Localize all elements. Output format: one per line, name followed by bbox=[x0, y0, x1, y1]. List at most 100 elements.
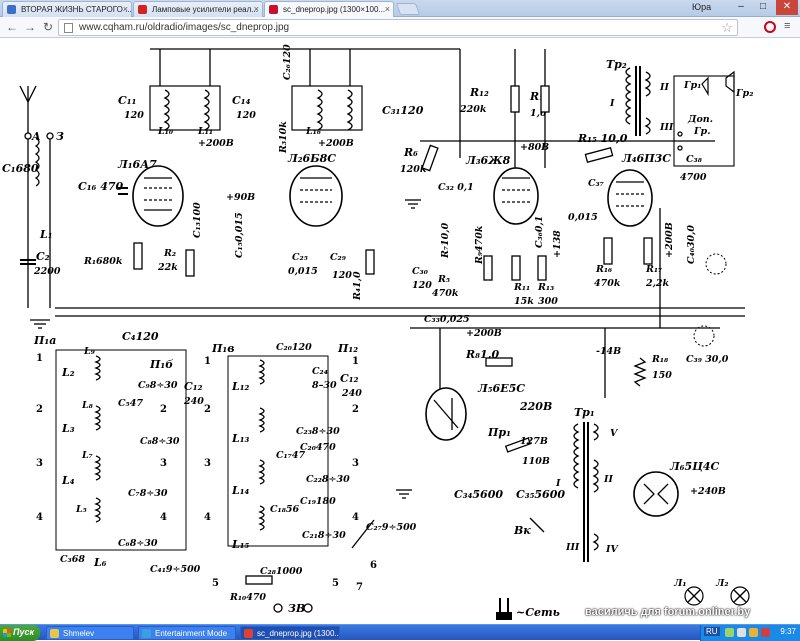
label-r18: R₁₈ bbox=[651, 354, 669, 365]
star-icon[interactable]: ☆ bbox=[721, 20, 733, 35]
resistor-r14 bbox=[540, 85, 550, 113]
label-v110: 110В bbox=[522, 456, 550, 467]
power-switch-vk bbox=[529, 517, 545, 533]
svg-text:7: 7 bbox=[356, 582, 363, 593]
tab-lampovye[interactable]: Ламповые усилители реал... × bbox=[133, 1, 263, 17]
label-c37-value: 0,015 bbox=[568, 212, 598, 223]
close-window-button[interactable]: ✕ bbox=[776, 0, 798, 15]
network-icon[interactable] bbox=[725, 628, 734, 637]
label-v127: 127В bbox=[520, 436, 548, 447]
svg-text:4: 4 bbox=[36, 512, 43, 523]
svg-text:6: 6 bbox=[370, 560, 377, 571]
taskbar-item-browser[interactable]: sc_dneprop.jpg (1300... bbox=[240, 626, 340, 640]
label-v80: +80В bbox=[520, 142, 549, 153]
label-c20: C₂₀120 bbox=[276, 342, 312, 353]
lamp-icon bbox=[730, 586, 750, 606]
forward-button[interactable]: → bbox=[24, 20, 36, 34]
label-c6: C₆8÷30 bbox=[118, 538, 158, 549]
tab-favicon bbox=[7, 5, 16, 14]
taskbar-item-shmelev[interactable]: Shmelev bbox=[46, 626, 134, 640]
label-c30: C₃₀ bbox=[412, 266, 429, 277]
tab-favicon bbox=[138, 5, 147, 14]
label-l14: L₁₄ bbox=[231, 484, 250, 497]
label-c33: C₃₃0,025 bbox=[424, 314, 470, 325]
label-r14-value: 1,6 bbox=[530, 108, 547, 119]
opera-icon[interactable] bbox=[764, 21, 776, 33]
jack-zv-2 bbox=[303, 603, 313, 613]
radio-schematic: A З C₁680 L₁ C₂ 2200 C₁₁ 120 L₁₀ L₁₁ C₁₄… bbox=[2, 44, 753, 620]
label-l11: L₁₁ bbox=[197, 126, 213, 137]
taskbar-item-entertainment[interactable]: Entertainment Mode bbox=[138, 626, 236, 640]
resistor-r12 bbox=[510, 85, 520, 113]
start-button[interactable]: Пуск bbox=[0, 625, 40, 641]
svg-text:1: 1 bbox=[352, 356, 359, 367]
tube-label-l2: Л₂6Б8С bbox=[287, 152, 336, 165]
tab-vtoraya-zhizn[interactable]: ВТОРАЯ ЖИЗНЬ СТАРОГО ... × bbox=[2, 1, 132, 17]
ground-symbol bbox=[30, 319, 50, 329]
label-c36: C₃₆0,1 bbox=[534, 216, 545, 248]
tab-title: sc_dneprop.jpg (1300×100... bbox=[283, 5, 386, 14]
label-tr2: Тр₂ bbox=[606, 58, 627, 71]
back-button[interactable]: ← bbox=[6, 20, 18, 34]
start-label: Пуск bbox=[13, 627, 35, 637]
app-tray-icon[interactable] bbox=[761, 628, 770, 637]
reload-button[interactable]: ↻ bbox=[42, 20, 54, 34]
label-c4: C₄120 bbox=[122, 330, 159, 343]
antenna-symbol bbox=[19, 85, 37, 308]
security-icon[interactable] bbox=[749, 628, 758, 637]
label-c16: C₁₆ 470 bbox=[78, 180, 124, 193]
minimize-button[interactable]: – bbox=[738, 1, 744, 12]
label-v200c: +200В bbox=[664, 222, 675, 258]
label-gr: Гр. bbox=[693, 126, 711, 137]
transformer-tr1-primary bbox=[573, 423, 580, 489]
windows-logo-icon bbox=[3, 629, 11, 637]
volume-icon[interactable] bbox=[737, 628, 746, 637]
close-icon[interactable]: × bbox=[122, 4, 128, 14]
coil-l1 bbox=[34, 137, 40, 187]
label-r2: R₂ bbox=[163, 248, 176, 259]
app-icon bbox=[142, 629, 151, 638]
close-icon[interactable]: × bbox=[253, 4, 259, 14]
label-c32: C₃₂ 0,1 bbox=[438, 182, 474, 193]
language-indicator[interactable]: RU bbox=[704, 627, 720, 636]
label-c24: C₂₄ bbox=[312, 366, 328, 377]
label-c39: C₃₉ 30,0 bbox=[686, 354, 729, 365]
tube-l3-6zh8 bbox=[493, 167, 539, 225]
label-c30-value: 120 bbox=[412, 280, 432, 291]
address-bar[interactable]: www.cqham.ru/oldradio/images/sc_dneprop.… bbox=[58, 19, 738, 36]
label-r3: R₃10k bbox=[278, 121, 289, 154]
svg-text:2: 2 bbox=[204, 404, 211, 415]
close-icon[interactable]: × bbox=[384, 4, 390, 14]
label-c9: C₉8÷30 bbox=[138, 380, 178, 391]
label-c26: C₂₆120 bbox=[282, 44, 293, 80]
label-m14: -14В bbox=[596, 346, 621, 357]
task-label: sc_dneprop.jpg (1300... bbox=[257, 629, 340, 638]
svg-text:4: 4 bbox=[204, 512, 211, 523]
label-v90: +90В bbox=[226, 192, 255, 203]
menu-icon[interactable]: ≡ bbox=[784, 20, 791, 32]
url-text[interactable]: www.cqham.ru/oldradio/images/sc_dneprop.… bbox=[79, 22, 290, 33]
label-c29: C₂₉ bbox=[330, 252, 347, 263]
tab-sc-dneprop[interactable]: sc_dneprop.jpg (1300×100... × bbox=[264, 1, 394, 17]
ground-symbol bbox=[405, 199, 421, 209]
coil-l10 bbox=[163, 89, 170, 131]
label-r10: R₁₀470 bbox=[229, 592, 266, 603]
new-tab-button[interactable] bbox=[395, 3, 421, 15]
tab-bar: ВТОРАЯ ЖИЗНЬ СТАРОГО ... × Ламповые усил… bbox=[0, 0, 800, 17]
label-r13-value: 300 bbox=[538, 296, 558, 307]
resistor-r15 bbox=[584, 146, 614, 164]
coil-l17 bbox=[346, 89, 353, 131]
band-switch-positions: 1 2 3 4 2 3 4 1 2 3 4 5 5 1 2 3 4 6 7 bbox=[36, 353, 377, 593]
label-c17: C₁₇47 bbox=[276, 450, 305, 461]
clock[interactable]: 9:37 bbox=[780, 627, 796, 636]
coil-bank-right bbox=[258, 359, 265, 531]
resistor-r11 bbox=[511, 255, 521, 281]
label-l8: L₈ bbox=[81, 400, 94, 411]
tube-l2-6b8s bbox=[289, 165, 343, 227]
transformer-tr2-primary bbox=[625, 67, 632, 125]
label-l5: L₅ bbox=[75, 504, 87, 515]
capacitor-c39 bbox=[693, 325, 715, 347]
page-icon bbox=[64, 23, 73, 33]
maximize-button[interactable]: □ bbox=[759, 1, 767, 12]
profile-name[interactable]: Юра bbox=[692, 2, 712, 12]
